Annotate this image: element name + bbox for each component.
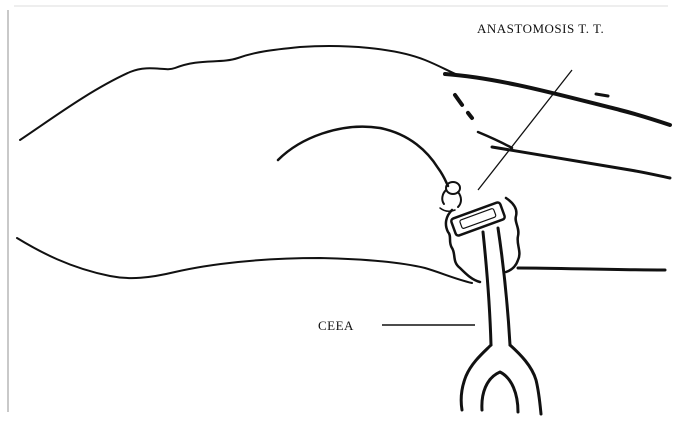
- distal-bowel-lower: [518, 268, 665, 270]
- proximal-bowel-bottom: [492, 147, 670, 178]
- stapler-handle-right: [510, 345, 541, 414]
- anvil-head: [440, 182, 461, 211]
- proximal-bowel-top: [445, 74, 670, 125]
- bowel-lower-outline: [17, 238, 472, 283]
- ceea-label: CEEA: [318, 318, 354, 333]
- bowel-mid-stroke: [478, 132, 512, 148]
- anastomosis-label: ANASTOMOSIS T. T.: [477, 21, 604, 36]
- bowel-upper-outline: [20, 46, 460, 140]
- stapler-shaft-left: [483, 232, 491, 345]
- scan-border: [8, 6, 668, 412]
- stapler-shaft-right: [498, 228, 510, 345]
- hidden-stump-dashed: [455, 95, 472, 118]
- stapler-handle-inner: [482, 372, 518, 412]
- anvil-guide-curve: [278, 127, 448, 186]
- stapler-handle-left: [461, 345, 491, 410]
- small-mark: [596, 94, 608, 96]
